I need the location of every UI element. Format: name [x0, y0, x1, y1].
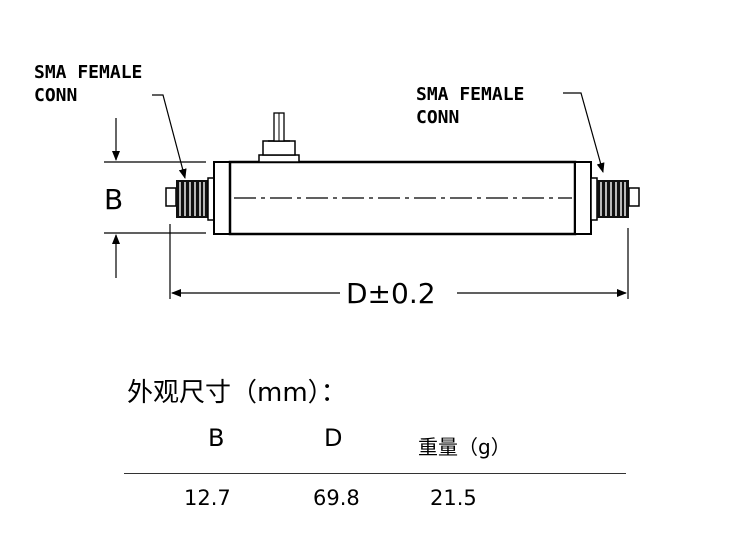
- header-b: B: [208, 424, 225, 452]
- dimension-b-label: B: [104, 183, 123, 216]
- value-b: 12.7: [184, 486, 231, 510]
- header-d: D: [324, 424, 343, 452]
- left-connector-label-line2: CONN: [34, 85, 77, 106]
- right-sma-connector: [590, 177, 640, 221]
- cylinder-body: [213, 160, 592, 236]
- left-callout-leader: [152, 94, 187, 179]
- value-weight: 21.5: [430, 486, 477, 510]
- dimension-d-label: D±0.2: [346, 277, 436, 310]
- dimension-d: [169, 224, 629, 299]
- right-callout-leader: [563, 92, 605, 173]
- value-d: 69.8: [313, 486, 360, 510]
- right-connector-label-line1: SMA FEMALE: [416, 84, 524, 105]
- dimensions-title: 外观尺寸（mm）：: [127, 378, 347, 408]
- header-weight: 重量（g）: [418, 435, 511, 459]
- dimension-b: [104, 118, 206, 278]
- top-terminal: [258, 112, 300, 163]
- left-connector-label-line1: SMA FEMALE: [34, 62, 142, 83]
- right-connector-label-line2: CONN: [416, 107, 459, 128]
- left-sma-connector: [165, 177, 215, 221]
- table-divider: [124, 473, 626, 474]
